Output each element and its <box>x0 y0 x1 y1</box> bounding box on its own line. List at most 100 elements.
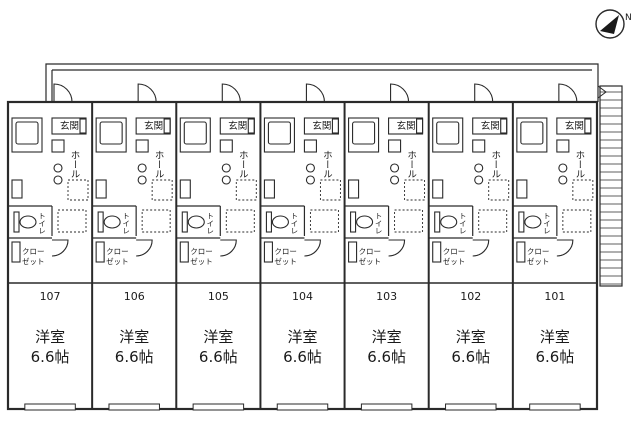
room-size-label: 6.6帖 <box>535 348 574 366</box>
units-row: 玄関ホールトイレクローゼット107洋室6.6帖玄関ホールトイレクローゼット106… <box>6 83 599 411</box>
washer-space <box>303 139 317 153</box>
room-size-label: 6.6帖 <box>199 348 238 366</box>
closet-label-line2: ゼット <box>106 256 128 266</box>
stove-burner-icon <box>390 163 400 173</box>
room-size-label: 6.6帖 <box>451 348 490 366</box>
hall-label: ホール <box>405 150 417 179</box>
stove-burner-icon <box>53 163 63 173</box>
closet-door <box>304 239 321 257</box>
room-number: 101 <box>544 290 565 303</box>
entrance-door <box>390 83 410 103</box>
sink-icon <box>99 121 123 145</box>
room-type-label: 洋室 <box>203 328 233 346</box>
closet-label-line1: クロー <box>22 247 45 256</box>
stairs-arrow-icon <box>597 85 607 99</box>
window <box>360 403 413 411</box>
stove-burner-icon <box>474 163 484 173</box>
closet-door <box>220 239 237 257</box>
room-type-label: 洋室 <box>119 328 149 346</box>
toilet-tank <box>350 211 357 233</box>
kitchen-counter <box>11 117 43 153</box>
closet-shelf <box>95 241 105 263</box>
closet-label-line2: ゼット <box>274 256 297 266</box>
toilet-label: トイレ <box>542 212 551 235</box>
room-number: 104 <box>292 290 313 303</box>
room-type-label: 洋室 <box>372 328 402 346</box>
fridge-space <box>151 179 173 201</box>
bath-space <box>309 209 339 233</box>
toilet-icon <box>103 215 121 229</box>
hall-label: ホール <box>489 150 501 179</box>
closet-shelf <box>263 241 273 263</box>
kitchen-counter <box>179 117 211 153</box>
closet-label-line2: ゼット <box>443 256 466 266</box>
room-size-label: 6.6帖 <box>367 348 406 366</box>
sink-icon <box>436 121 460 145</box>
stove-burner-icon <box>390 175 400 185</box>
closet-label-line1: クロー <box>359 247 382 256</box>
closet-shelf <box>348 241 358 263</box>
sink-icon <box>183 121 207 145</box>
stove-burner-icon <box>137 163 147 173</box>
washer-space <box>51 139 65 153</box>
toilet-icon <box>524 215 542 229</box>
stairs-outline <box>599 85 623 287</box>
staircase <box>597 85 623 287</box>
fridge-space <box>404 179 426 201</box>
room-type-label: 洋室 <box>540 328 570 346</box>
closet-shelf <box>516 241 526 263</box>
entrance-label: 玄関 <box>565 120 584 132</box>
fridge-space <box>67 179 89 201</box>
bath-space <box>562 209 592 233</box>
utility-box <box>432 179 444 199</box>
window <box>445 403 497 411</box>
utility-box <box>11 179 23 199</box>
closet-label-line2: ゼット <box>190 256 213 266</box>
sink-icon <box>267 121 291 145</box>
room-number: 106 <box>124 290 145 303</box>
hall-label: ホール <box>69 150 81 179</box>
closet-door <box>388 239 406 257</box>
window <box>108 403 160 411</box>
corridor <box>45 63 599 102</box>
room-size-label: 6.6帖 <box>283 348 322 366</box>
window <box>24 403 76 411</box>
closet-label-line2: ゼット <box>359 256 382 266</box>
closet-label-line2: ゼット <box>22 256 45 266</box>
toilet-tank <box>518 211 525 233</box>
toilet-label: トイレ <box>38 212 47 235</box>
closet-shelf <box>179 241 189 263</box>
closet-label-line1: クロー <box>274 247 297 256</box>
closet-door <box>472 239 490 257</box>
room-type-label: 洋室 <box>35 328 65 346</box>
closet-label-line1: クロー <box>106 247 128 256</box>
hall-label: ホール <box>153 150 165 179</box>
washer-space <box>219 139 233 153</box>
fridge-space <box>319 179 341 201</box>
fridge-space <box>235 179 257 201</box>
stove-burner-icon <box>305 163 315 173</box>
toilet-label: トイレ <box>458 212 467 235</box>
shoe-box <box>331 118 339 134</box>
bath-space <box>478 209 508 233</box>
shoe-box <box>79 118 87 134</box>
shoe-box <box>416 118 424 134</box>
stove-burner-icon <box>474 175 484 185</box>
stove-burner-icon <box>221 175 231 185</box>
bath-space <box>394 209 424 233</box>
stove-burner-icon <box>558 163 568 173</box>
toilet-label: トイレ <box>290 212 299 235</box>
utility-box <box>95 179 107 199</box>
kitchen-counter <box>348 117 380 153</box>
utility-box <box>516 179 528 199</box>
utility-box <box>348 179 360 199</box>
room-size-label: 6.6帖 <box>31 348 70 366</box>
toilet-tank <box>181 211 188 233</box>
entrance-door <box>474 83 494 103</box>
closet-label-line1: クロー <box>190 247 213 256</box>
